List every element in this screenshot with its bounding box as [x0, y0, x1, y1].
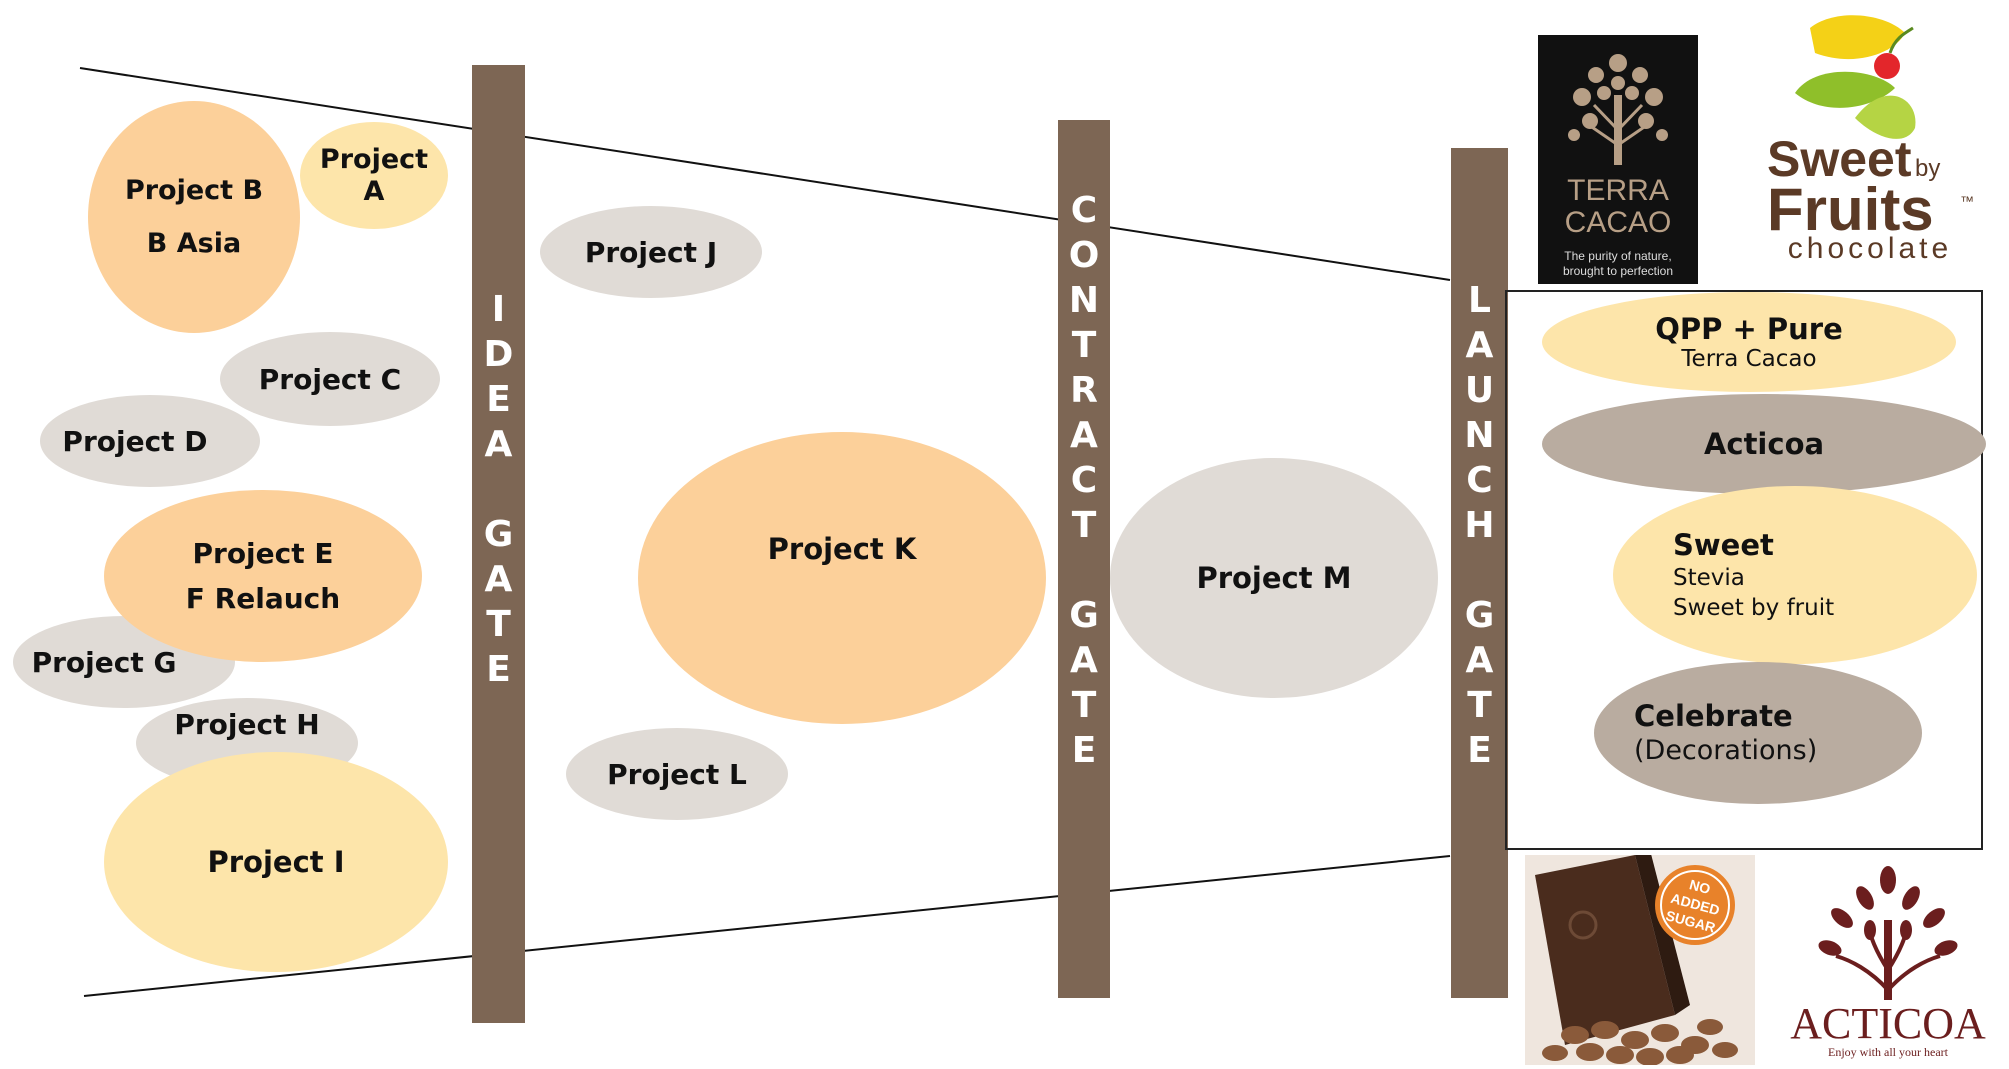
launch-gate-letter: T: [1467, 685, 1492, 726]
fruits-word: Fruits: [1767, 176, 1934, 243]
acticoa-logo: ACTICOA Enjoy with all your heart: [1790, 866, 1986, 1059]
qpp-pure-label: QPP + Pure: [1655, 312, 1843, 346]
launch-gate-letter: H: [1464, 505, 1495, 546]
contract-gate-letter: R: [1070, 370, 1098, 411]
qpp-pure-sublabel: Terra Cacao: [1681, 346, 1817, 372]
funnel-top-line: [79, 67, 1451, 281]
contract-gate-letter: C: [1070, 190, 1098, 231]
tm-mark: ™: [1960, 193, 1974, 209]
project-a-label: Project: [319, 143, 429, 175]
launch-gate-letter: G: [1464, 595, 1495, 636]
by-word: by: [1915, 155, 1940, 182]
celebrate-sublabel: (Decorations): [1634, 735, 1818, 766]
idea-gate-letter: [492, 467, 505, 512]
celebrate-label: Celebrate: [1634, 699, 1793, 733]
qpp-pure-bubble: QPP + Pure Terra Cacao: [1542, 292, 1956, 392]
project-j-label: Project J: [584, 235, 718, 269]
idea-gate-letter: G: [483, 514, 514, 555]
terra-tagline2: brought to perfection: [1563, 264, 1673, 278]
funnel-bottom-line: [83, 855, 1451, 997]
project-b-bubble: Project B B Asia: [88, 101, 300, 333]
launch-gate-letter: [1473, 548, 1486, 593]
sweet-bubble: Sweet Stevia Sweet by fruit: [1613, 486, 1977, 664]
chocolate-word: chocolate: [1788, 232, 1952, 265]
contract-gate-letter: E: [1071, 730, 1097, 771]
project-a-bubble: Project A: [300, 122, 448, 229]
terra-line1: TERRA: [1567, 174, 1669, 207]
contract-gate-letter: A: [1070, 640, 1098, 681]
sweet-word: Sweet: [1767, 131, 1912, 187]
project-i-bubble: Project I: [104, 752, 448, 972]
contract-gate-letter: A: [1070, 415, 1098, 456]
project-i-label: Project I: [207, 845, 345, 879]
project-e-label: Project E: [192, 537, 334, 570]
project-b-sublabel: B Asia: [146, 228, 242, 259]
no-added-sugar-image: NO ADDED SUGAR: [1525, 855, 1755, 1065]
project-b-label: Project B: [124, 175, 264, 206]
sweet-by-fruits-logo: Sweet by Fruits ™ chocolate: [1767, 15, 1974, 265]
project-l-bubble: Project L: [566, 728, 788, 820]
project-l-label: Project L: [607, 757, 747, 791]
contract-gate-letter: C: [1070, 460, 1098, 501]
idea-gate-letter: E: [486, 649, 511, 690]
project-e-bubble: Project E F Relauch: [104, 490, 422, 662]
contract-gate-letter: T: [1071, 505, 1097, 546]
sweet-sublabel-stevia: Stevia: [1673, 565, 1745, 591]
terra-line2: CACAO: [1565, 206, 1672, 239]
contract-gate-letter: G: [1069, 595, 1099, 636]
project-k-bubble: Project K: [638, 432, 1046, 724]
contract-gate-letter: T: [1071, 325, 1097, 366]
acticoa-tagline: Enjoy with all your heart: [1828, 1045, 1949, 1059]
project-a-sublabel: A: [363, 175, 385, 207]
idea-gate-letter: E: [486, 379, 511, 420]
project-g-label: Project G: [31, 645, 177, 679]
project-d-label: Project D: [62, 424, 208, 458]
acticoa-bubble: Acticoa: [1542, 394, 1986, 494]
idea-gate-letter: T: [486, 604, 511, 645]
project-c-label: Project C: [258, 362, 402, 396]
terra-cacao-logo: TERRA CACAO The purity of nature, brough…: [1538, 35, 1698, 284]
contract-gate-letter: [1078, 548, 1091, 593]
project-d-bubble: Project D: [40, 395, 260, 487]
launch-gate-letter: E: [1467, 730, 1492, 771]
launch-gate-letter: A: [1465, 325, 1494, 366]
launch-gate-letter: N: [1464, 415, 1495, 456]
tree-icon: [1568, 54, 1668, 165]
launch-gate-letter: L: [1468, 280, 1491, 321]
cocoa-tree-icon: [1818, 866, 1958, 1000]
project-k-label: Project K: [767, 532, 917, 566]
project-m-label: Project M: [1196, 561, 1352, 595]
launch-gate-letter: A: [1465, 640, 1494, 681]
project-j-bubble: Project J: [540, 206, 762, 298]
idea-gate-letter: D: [483, 334, 514, 375]
terra-tagline1: The purity of nature,: [1564, 249, 1671, 263]
launch-gate-letter: U: [1464, 370, 1495, 411]
idea-gate-letter: A: [484, 559, 513, 600]
launched-products-box: [1505, 290, 1983, 850]
no-label: NO: [1688, 876, 1713, 897]
celebrate-bubble: Celebrate (Decorations): [1594, 662, 1922, 804]
sweet-label: Sweet: [1673, 528, 1774, 562]
launch-gate-letter: C: [1466, 460, 1493, 501]
project-m-bubble: Project M: [1110, 458, 1438, 698]
acticoa-name: ACTICOA: [1790, 999, 1986, 1048]
fruit-icon: [1810, 15, 1905, 60]
project-e-sublabel: F Relauch: [185, 582, 341, 615]
project-c-bubble: Project C: [220, 332, 440, 426]
idea-gate-letter: I: [491, 289, 506, 330]
acticoa-label: Acticoa: [1703, 427, 1825, 461]
project-h-label: Project H: [174, 708, 320, 741]
contract-gate-letter: N: [1068, 280, 1100, 321]
idea-gate-letter: A: [484, 424, 513, 465]
contract-gate-letter: O: [1068, 235, 1100, 276]
contract-gate-letter: T: [1071, 685, 1097, 726]
sweet-sublabel-fruit: Sweet by fruit: [1673, 595, 1835, 621]
